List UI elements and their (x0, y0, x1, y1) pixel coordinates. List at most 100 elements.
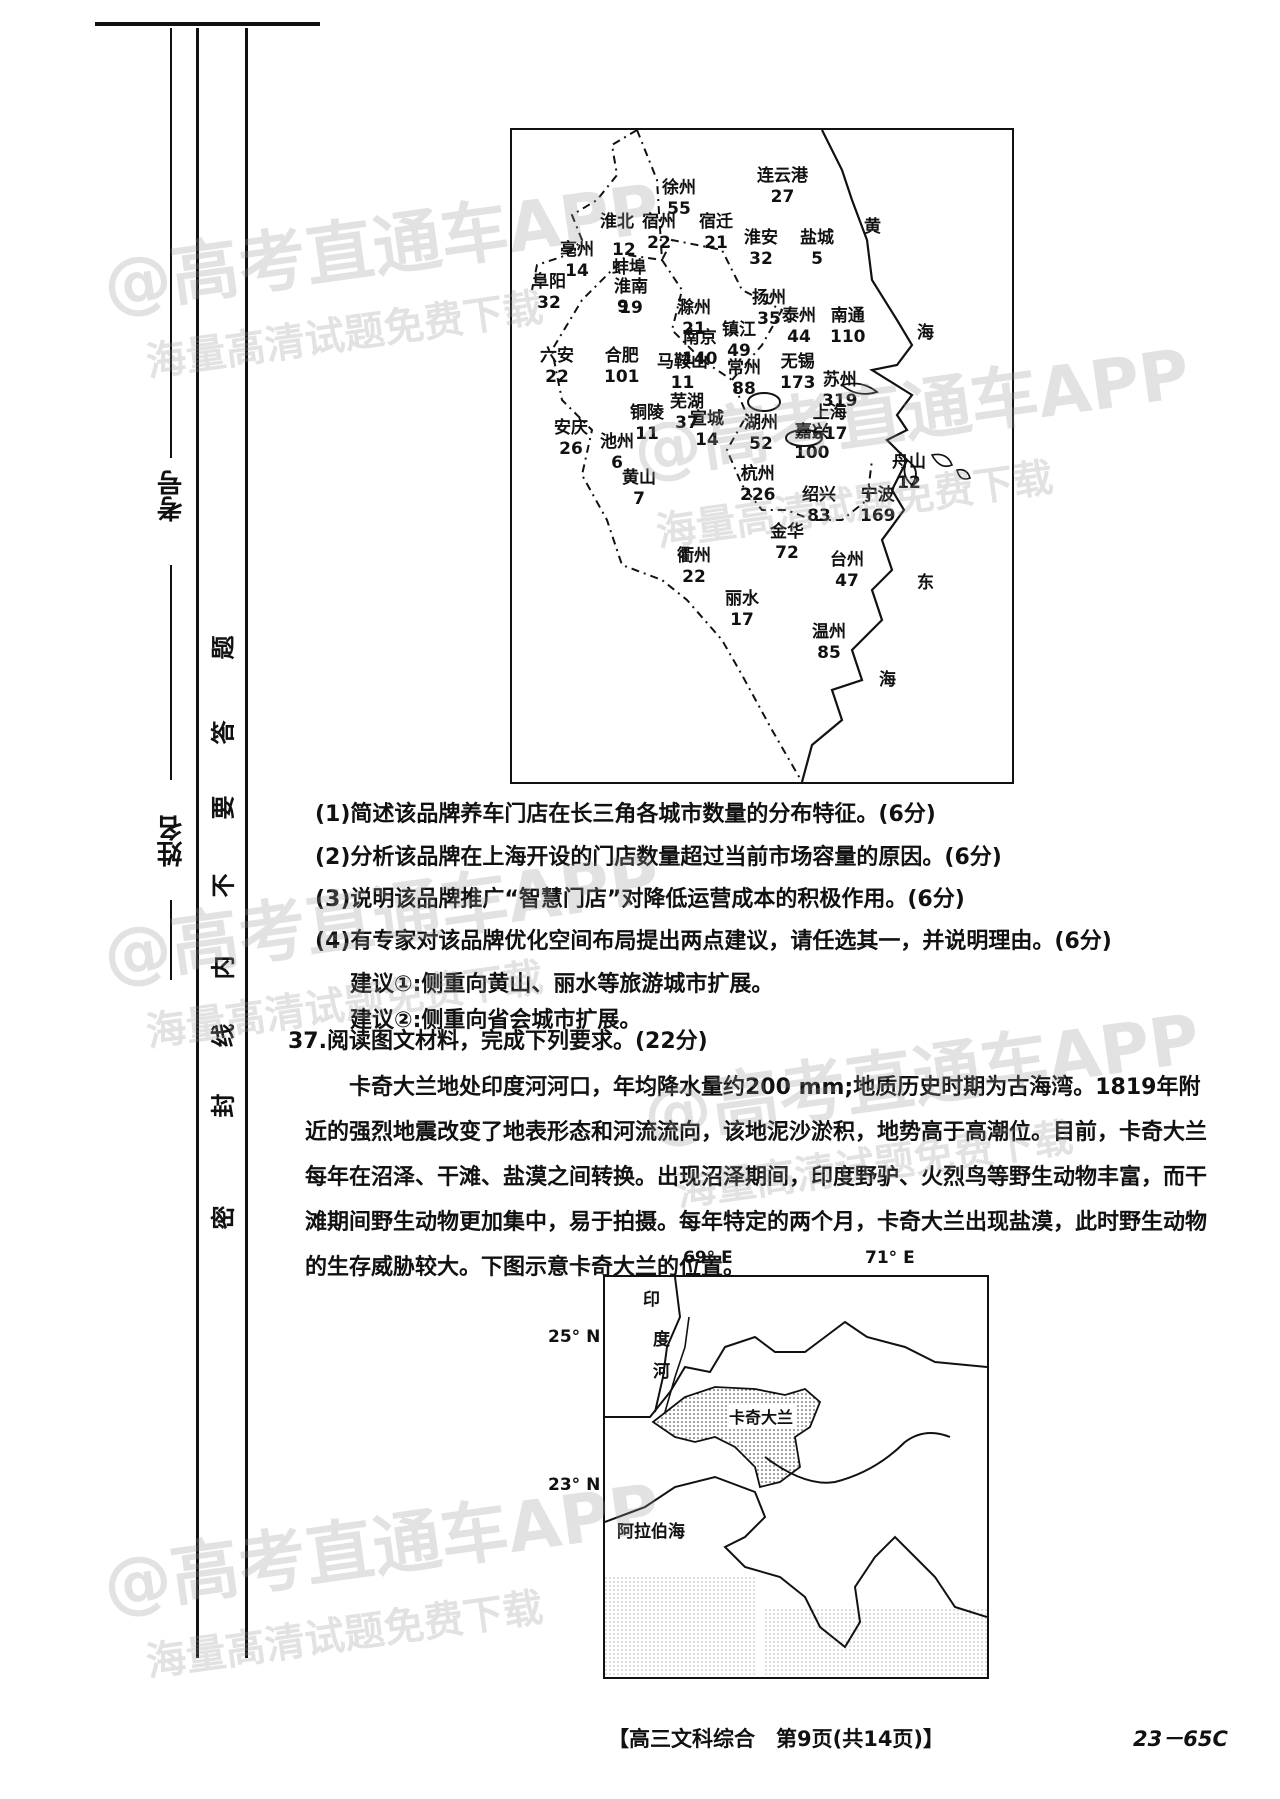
city-name: 杭州 (740, 464, 775, 484)
city-name: 淮北 (600, 212, 634, 232)
city-name: 黄山 (622, 468, 656, 488)
q37-paragraph: 卡奇大兰地处印度河河口，年均降水量约200 mm;地质历史时期为古海湾。1819… (305, 1075, 1208, 1280)
store-count: 11 (670, 373, 695, 394)
seal-char: 内 (208, 955, 238, 980)
city-name: 常州 (727, 358, 761, 378)
store-count: 140 (682, 349, 718, 370)
city-name: 盐城 (800, 228, 834, 248)
city-label: 蚌埠 (612, 258, 646, 279)
city-name: 温州 (812, 622, 846, 642)
store-count: 37 (675, 413, 699, 434)
store-count: 11 (635, 424, 659, 445)
city-name: 芜湖 (670, 392, 704, 412)
store-count: 32 (749, 249, 773, 270)
page-footer: 【高三文科综合 第9页(共14页)】 (608, 1727, 945, 1751)
store-count: 617 (812, 424, 848, 445)
store-count: 21 (682, 319, 706, 340)
question-item: 建议②:侧重向省会城市扩展。 (350, 1008, 642, 1033)
store-count: 83 (807, 506, 831, 527)
watermark-line2: 海量高清试题免费下载 (143, 284, 546, 387)
city-name: 宿州 (642, 212, 676, 232)
store-count: 22 (647, 233, 671, 254)
store-count: 32 (537, 293, 561, 314)
city-name: 南通 (830, 306, 865, 326)
yrd-map-outline (531, 130, 971, 782)
indus-label-2: 度 (653, 1330, 670, 1350)
city-name: 泰州 (782, 306, 816, 326)
binding-line-outer (196, 28, 199, 1658)
city-name: 六安 (540, 346, 574, 366)
indus-label-3: 河 (653, 1362, 670, 1382)
store-count: 21 (704, 233, 728, 254)
city-name: 嘉兴 (794, 422, 829, 442)
store-count: 100 (794, 443, 830, 464)
rann-label: 卡奇大兰 (727, 1404, 796, 1428)
store-count: 22 (545, 367, 569, 388)
sea-label: 海 (917, 323, 934, 343)
seal-char: 线 (208, 1023, 238, 1048)
city-name: 池州 (600, 432, 634, 452)
city-name: 上海 (812, 403, 847, 423)
indus-label-1: 印 (643, 1290, 660, 1310)
q37-title: 37.阅读图文材料，完成下列要求。(22分) (288, 1029, 708, 1054)
city-name: 台州 (830, 550, 864, 570)
sea-label: 海 (879, 670, 896, 690)
city-name: 南京 (682, 328, 717, 348)
watermark-line2: 海量高清试题免费下载 (143, 1584, 546, 1687)
city-label: 淮北 (600, 212, 634, 233)
exam-no-label: 考号 (157, 470, 187, 522)
city-label: 12 (612, 240, 636, 261)
city-name: 阜阳 (532, 272, 566, 292)
city-name: 滁州 (677, 298, 711, 318)
city-label: 9 (617, 297, 629, 318)
question-item: (3)说明该品牌推广“智慧门店”对降低运营成本的积极作用。(6分) (315, 887, 965, 912)
binding-top-rule (95, 22, 320, 26)
binding-line-inner (245, 28, 248, 1658)
question-item: (1)简述该品牌养车门店在长三角各城市数量的分布特征。(6分) (315, 802, 936, 827)
city-name: 金华 (770, 522, 804, 542)
city-name: 苏州 (822, 370, 857, 390)
paper-code: 23－65C (1133, 1727, 1228, 1751)
seal-char: 要 (208, 795, 238, 820)
city-name: 连云港 (757, 166, 808, 186)
lon-69-label: 69° E (683, 1248, 733, 1268)
city-name: 蚌埠 (612, 258, 646, 278)
city-name: 宣城 (690, 409, 724, 429)
store-count: 101 (604, 367, 640, 388)
city-name: 马鞍山 (657, 352, 708, 372)
seal-char: 密 (208, 1205, 238, 1230)
store-count: 52 (749, 434, 773, 455)
store-count: 55 (667, 199, 691, 220)
store-count: 319 (822, 391, 858, 412)
store-count: 44 (787, 327, 811, 348)
city-name: 合肥 (604, 346, 639, 366)
seal-char: 不 (208, 873, 238, 898)
store-count: 72 (775, 543, 799, 564)
store-count: 9 (617, 297, 629, 317)
store-count: 12 (612, 240, 636, 260)
lon-71-label: 71° E (865, 1248, 915, 1268)
store-count: 47 (835, 571, 859, 592)
